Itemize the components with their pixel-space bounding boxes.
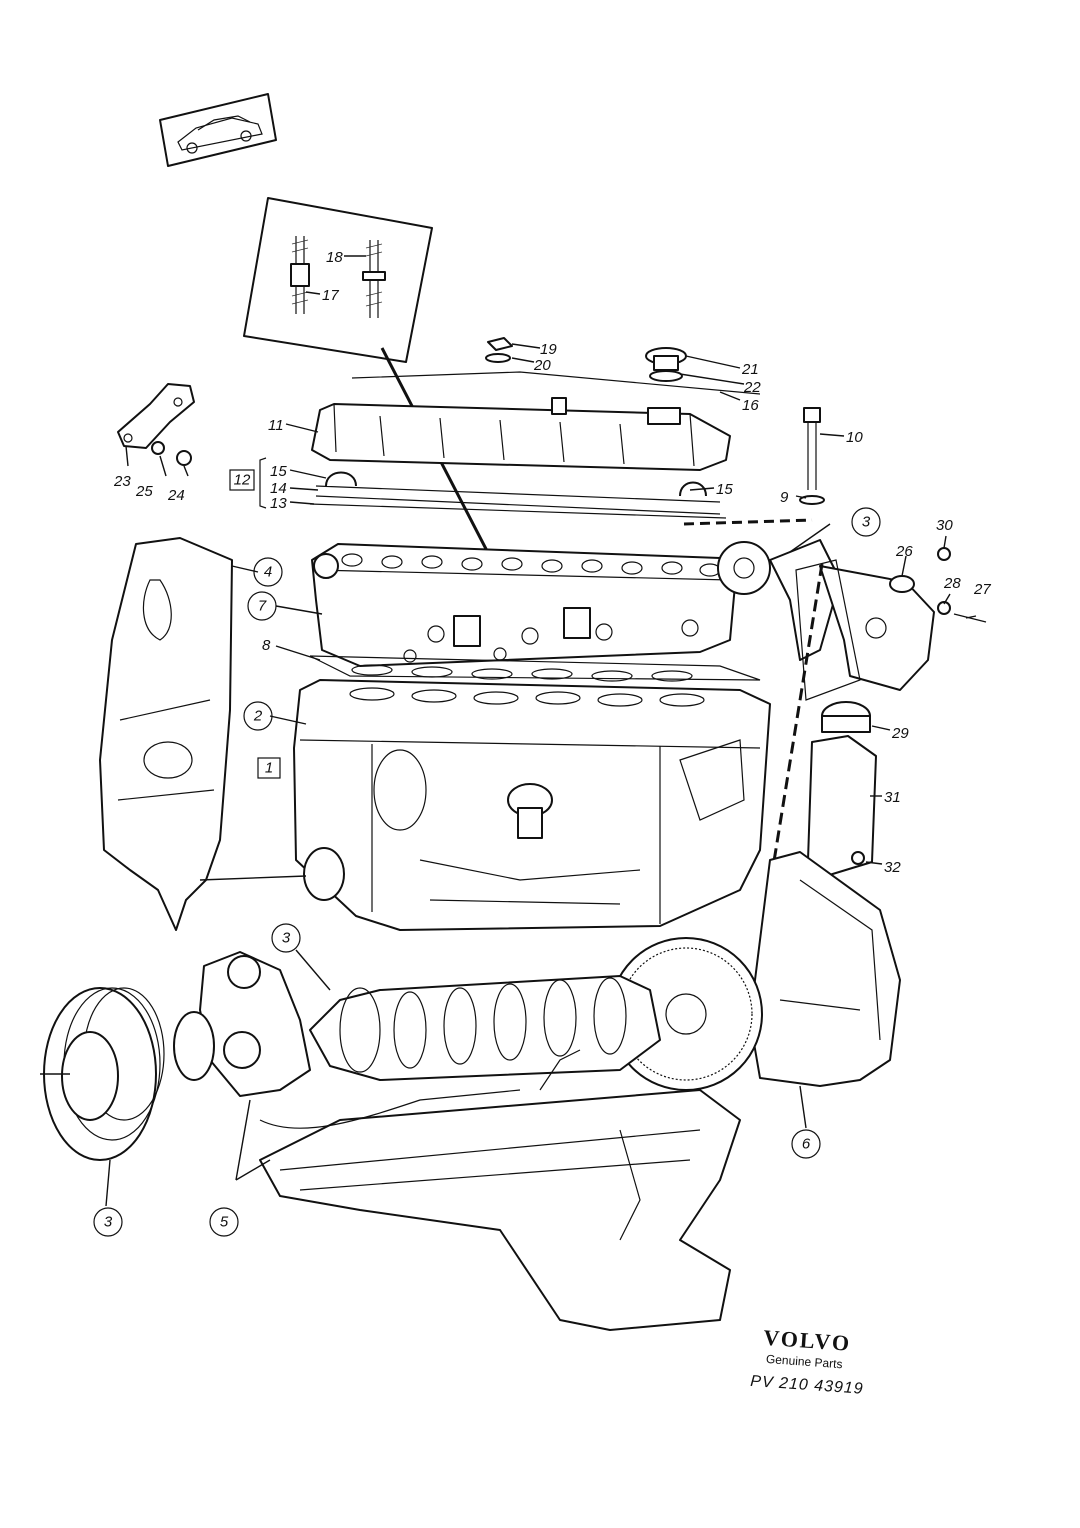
callout-22: 22: [743, 379, 761, 396]
sedan-car-icon: [159, 93, 277, 167]
callout-15-right: 15: [716, 481, 733, 498]
volvo-branding: VOLVO Genuine Parts PV 210 43919: [750, 1325, 864, 1398]
callout-8: 8: [262, 637, 271, 654]
callout-13: 13: [270, 495, 287, 512]
callout-12: 12: [234, 472, 251, 489]
callout-29: 29: [891, 725, 909, 742]
callout-30: 30: [936, 517, 953, 534]
oil-pan: [259, 1049, 741, 1331]
callout-26: 26: [895, 543, 913, 560]
callout-27: 27: [973, 581, 991, 598]
leader-lines: [105, 255, 977, 1207]
callout-5: 5: [220, 1214, 229, 1231]
brand-name: VOLVO: [763, 1325, 852, 1356]
valve-cover: [311, 397, 731, 471]
callout-28: 28: [943, 575, 961, 592]
callout-24: 24: [167, 487, 185, 504]
callout-17: 17: [322, 287, 339, 304]
callout-4: 4: [264, 564, 272, 581]
callout-21: 21: [741, 361, 759, 378]
callout-2: 2: [253, 708, 263, 725]
crankshaft: [309, 975, 661, 1081]
callout-3-middle: 3: [282, 930, 291, 947]
crank-pulley: [43, 987, 215, 1161]
callout-1: 1: [265, 760, 273, 777]
cylinder-block: [293, 679, 771, 931]
drawing-code: PV 210 43919: [750, 1373, 864, 1398]
callout-3-top: 3: [862, 514, 871, 531]
callout-23: 23: [113, 473, 131, 490]
callout-labels: 1 2 3 3 3 4 5 6 7 8 9 10 11 12 13 14 15 …: [104, 249, 992, 1231]
callout-15-left: 15: [270, 463, 287, 480]
callout-31: 31: [884, 789, 901, 806]
callout-32: 32: [884, 859, 901, 876]
callout-3-bottom: 3: [104, 1214, 113, 1231]
callout-16: 16: [742, 397, 759, 414]
callout-18: 18: [326, 249, 343, 266]
stud-inset-box: [243, 197, 433, 363]
callout-11: 11: [268, 417, 284, 434]
callout-frames: [93, 469, 881, 1237]
callout-9: 9: [780, 489, 789, 506]
callout-25: 25: [135, 483, 153, 500]
callout-6: 6: [802, 1136, 811, 1153]
callout-20: 20: [533, 357, 551, 374]
callout-7: 7: [258, 598, 267, 615]
callout-10: 10: [846, 429, 863, 446]
callout-14: 14: [270, 480, 287, 497]
cylinder-head: [311, 543, 737, 667]
timing-belt-cover: [99, 537, 233, 931]
callout-19: 19: [540, 341, 557, 358]
brand-subtitle: Genuine Parts: [765, 1352, 843, 1371]
